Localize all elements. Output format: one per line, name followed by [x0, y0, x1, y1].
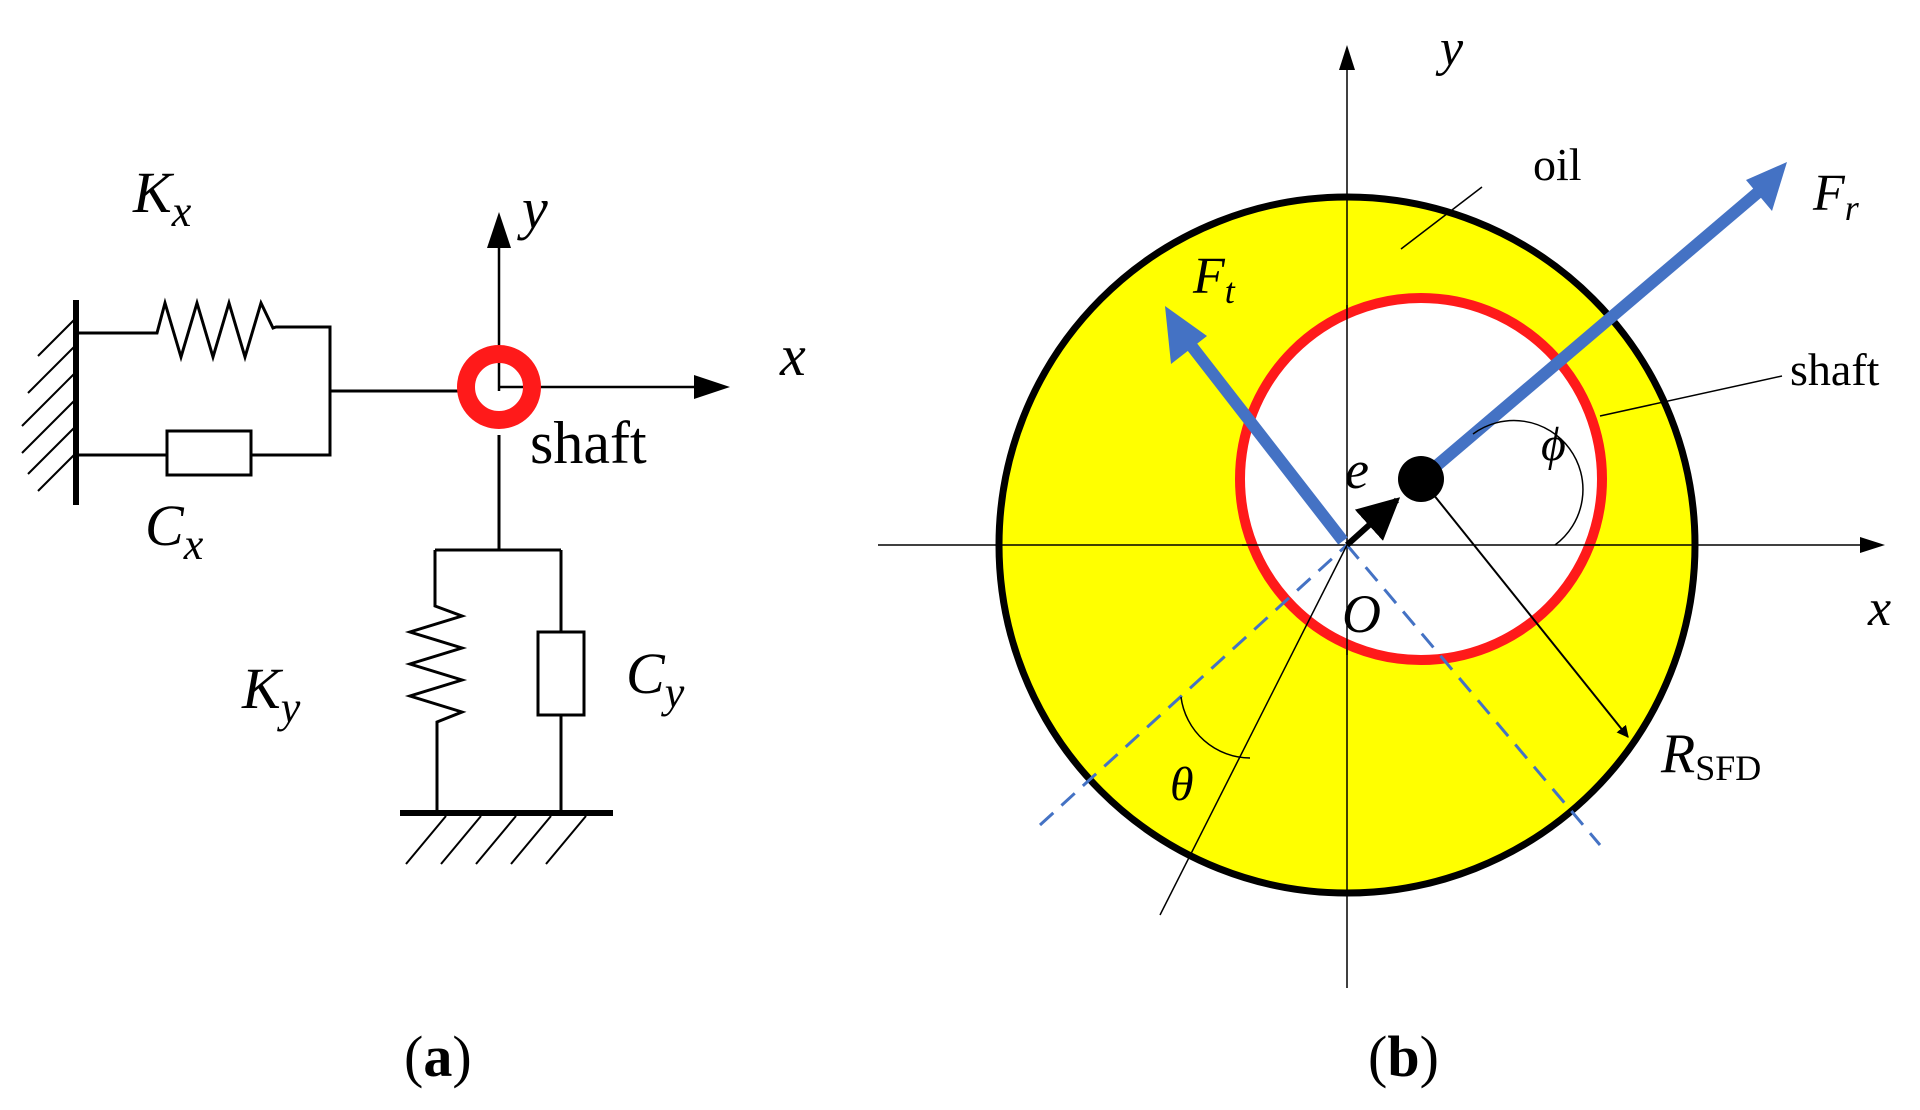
label-cy: Cy — [626, 641, 685, 717]
b-y-axis-head — [1339, 45, 1355, 70]
caption-b: (b) — [1368, 1024, 1439, 1089]
label-b-x-axis: x — [1867, 580, 1891, 637]
theta-reference-line — [1159, 544, 1348, 916]
caption-a: (a) — [404, 1024, 472, 1089]
fr-arrow-head — [1746, 162, 1787, 211]
left-wall-hatching — [21, 317, 77, 492]
label-oil: oil — [1533, 139, 1582, 190]
a-shaft-ring — [457, 345, 541, 429]
r-sfd-arrow — [1420, 478, 1629, 738]
panel-a: Kx Cx Ky Cy y x shaft (a) — [21, 160, 806, 1089]
label-kx: Kx — [132, 160, 192, 236]
b-x-axis-head — [1860, 537, 1885, 553]
theta-arc — [1180, 696, 1251, 759]
damper-cy-body — [536, 630, 586, 717]
label-origin: O — [1342, 584, 1381, 644]
ground-hatching — [405, 815, 587, 865]
label-fr: Fr — [1812, 165, 1860, 228]
e-arrow — [1344, 497, 1401, 548]
label-a-y-axis: y — [517, 176, 548, 241]
a-y-axis-head — [487, 212, 511, 248]
label-r-sfd: RSFD — [1660, 723, 1761, 788]
label-ft: Ft — [1192, 248, 1236, 311]
oil-leader — [1400, 186, 1483, 250]
label-e: e — [1345, 440, 1369, 500]
label-cx: Cx — [145, 493, 204, 569]
label-theta: θ — [1170, 758, 1194, 811]
label-b-y-axis: y — [1435, 20, 1464, 77]
label-a-shaft: shaft — [530, 410, 647, 476]
damper-cx-body — [165, 429, 253, 477]
dashed-line-left — [1038, 543, 1349, 827]
ft-arrow-head — [1165, 306, 1207, 364]
a-x-axis-head — [694, 375, 730, 399]
spring-kx — [76, 297, 332, 457]
phi-arc — [1472, 419, 1584, 546]
ft-arrow — [1178, 331, 1348, 545]
label-ky: Ky — [241, 656, 301, 732]
dashed-line-right — [1345, 544, 1602, 846]
panel-b: y x oil shaft Ft Fr e O ϕ θ RSFD (b) — [878, 20, 1891, 1089]
label-phi: ϕ — [1541, 418, 1566, 471]
shaft-leader — [1599, 375, 1783, 417]
label-a-x-axis: x — [779, 323, 806, 388]
spring-ky — [404, 550, 468, 813]
label-b-shaft: shaft — [1790, 344, 1880, 395]
